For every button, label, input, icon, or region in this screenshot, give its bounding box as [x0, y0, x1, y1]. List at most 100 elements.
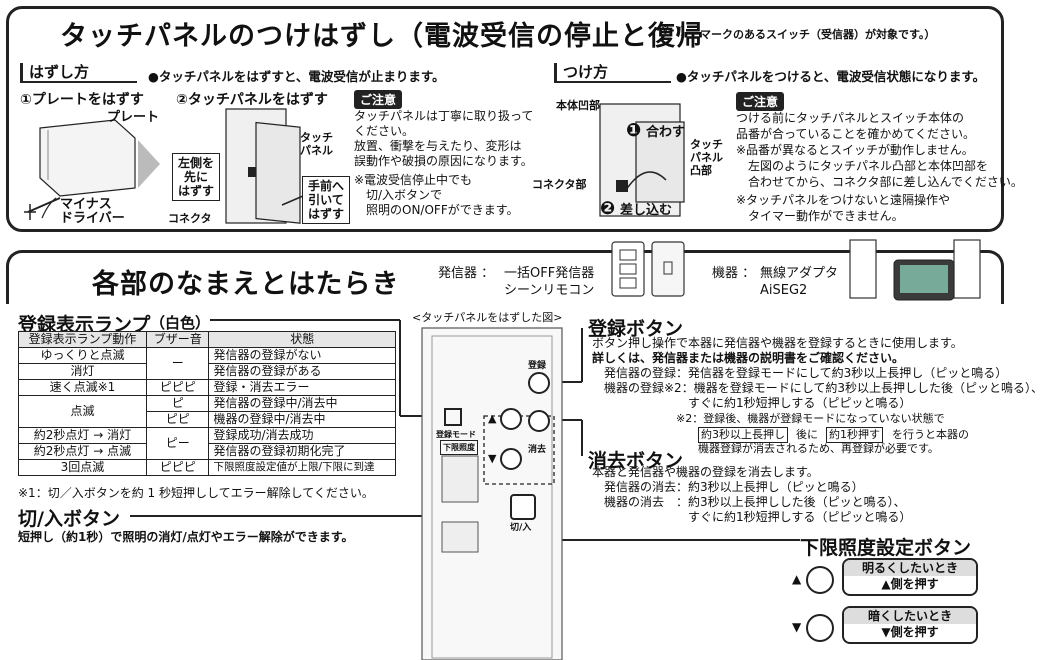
register-note-box-1: 約3秒以上長押し	[698, 427, 788, 443]
lower-title: 下限照度設定ボタン	[800, 537, 972, 559]
remove-caution-line-1: タッチパネルは丁寧に取り扱って	[354, 109, 534, 123]
register-line-2: 詳しくは、発信器または機器の説明書をご確認ください。	[592, 351, 905, 365]
dark-button-icon[interactable]	[806, 614, 834, 642]
table-row: 3回点滅 ピピピ 下限照度設定値が上限/下限に到達	[18, 459, 396, 476]
transmitter-line-2: シーンリモコン	[504, 283, 595, 298]
radio-wave-icon: ※·))	[660, 24, 685, 37]
register-note-1: ※2：登録後、機器が登録モードになっていない状態で	[676, 412, 945, 425]
diagram-caption: <タッチパネルをはずした図>	[412, 311, 563, 324]
remove-step1: ①プレートをはずす	[20, 92, 144, 108]
dark-down-mark: ▼	[792, 620, 802, 634]
touch-panel-label: タッチ パネル	[300, 131, 333, 157]
next-arrow-icon	[138, 140, 160, 188]
table-row: ピピ 機器の登録中/消去中	[19, 411, 396, 428]
onoff-button-icon[interactable]	[510, 494, 536, 520]
bright-callout-action: ▲側を押す	[881, 577, 939, 591]
erase-title: 消去ボタン	[588, 450, 684, 472]
remove-caution-line-3: 放置、衝撃を与えたり、変形は	[354, 139, 522, 153]
removal-title: タッチパネルのつけはずし（電波受信の停止と復帰	[60, 21, 704, 52]
device-line-1: 無線アダプタ	[760, 266, 839, 281]
step-1-badge: ❶	[626, 120, 642, 141]
attach-caution-line-5: 合わせてから、コネクタ部に差し込んでください。	[736, 175, 1023, 189]
remove-connector-label: コネクタ	[168, 212, 212, 225]
diagram-onoff-label: 切/入	[510, 523, 532, 533]
erase-button-icon[interactable]	[528, 410, 550, 432]
attach-caution-line-2: 品番が合っていることを確かめてください。	[736, 127, 976, 141]
device-illustrations	[849, 239, 981, 301]
diagram-reg-label: 登録	[528, 361, 547, 371]
diagram-lower-label: 下限照度	[440, 440, 478, 455]
remove-caution-line-4: 誤動作や破損の原因になります。	[354, 154, 533, 168]
down-arrow-mark: ▼	[488, 452, 497, 465]
panel-attach-illustration	[599, 103, 685, 217]
up-arrow-mark: ▲	[488, 412, 497, 425]
attach-connector-label: コネクタ部	[532, 178, 587, 191]
onoff-title: 切/入ボタン	[18, 508, 120, 530]
attach-bullet: ●タッチパネルをつけると、電波受信状態になります。	[676, 69, 986, 84]
transmitter-devices-icon	[611, 241, 685, 297]
attach-caution-line-7: タイマー動作ができません。	[736, 209, 904, 223]
register-line-3: 発信器の登録：発信器を登録モードにして約3秒以上長押し（ピッと鳴る）	[592, 366, 1008, 380]
device-line-2: AiSEG2	[760, 283, 808, 298]
register-line-5: すぐに約1秒短押しする（ピピッと鳴る）	[592, 396, 912, 410]
table-header: ブザー音	[145, 331, 210, 348]
plate-illustration	[24, 119, 136, 220]
removal-title-note: マークのあるスイッチ（受信器）が対象です。）	[700, 28, 936, 41]
table-cell: 登録成功/消去成功	[208, 427, 396, 444]
pull-forward-box: 手前へ 引いて はずす	[302, 176, 350, 224]
attach-caution-line-3: ※品番が異なるとスイッチが動作しません。	[736, 143, 974, 157]
table-cell: 約2秒点灯 → 消灯	[18, 427, 147, 444]
table-header: 登録表示ランプ動作	[18, 331, 147, 348]
lamp-status-table: 登録表示ランプ動作 ブザー音 状態 ゆっくりと点滅 ー 発信器の登録がない 消灯…	[18, 331, 396, 476]
dark-callout-title: 暗くしたいとき	[844, 608, 976, 624]
bright-up-mark: ▲	[792, 572, 802, 586]
lower-up-button-icon[interactable]	[500, 408, 522, 430]
body-recess-label: 本体凹部	[556, 99, 600, 112]
lamp-title-sub: （白色）	[150, 314, 211, 332]
driver-label: マイナス ドライバー	[60, 197, 125, 226]
table-cell: 下限照度設定値が上限/下限に到達	[208, 459, 396, 476]
table-cell: ピピピ	[145, 459, 210, 476]
bright-callout-title: 明るくしたいとき	[844, 560, 976, 576]
remove-caution-tag: ご注意	[354, 90, 403, 109]
lower-down-button-icon[interactable]	[500, 448, 522, 470]
table-cell: 発信器の登録がない	[208, 347, 396, 364]
register-note-box-2: 約1秒押す	[826, 427, 883, 443]
dark-callout: 暗くしたいとき ▼側を押す	[842, 606, 978, 644]
register-note-tail: を行うと本器の	[892, 428, 969, 441]
device-label: 機器 ：	[712, 266, 756, 281]
erase-line-3: 機器の消去 ：約3秒以上長押しした後（ピッと鳴る）、	[592, 495, 906, 509]
register-line-4: 機器の登録※2：機器を登録モードにして約3秒以上長押しした後（ピッと鳴る）、	[592, 381, 1043, 395]
table-row: ゆっくりと点滅 ー 発信器の登録がない	[18, 347, 396, 380]
table-row: 約2秒点灯 → 点滅 発信器の登録初期化完了	[18, 443, 396, 460]
diagram-mode-label: 登録モード	[436, 430, 476, 439]
remove-step2: ②タッチパネルをはずす	[176, 92, 328, 108]
onoff-desc: 短押し（約1秒）で照明の消灯/点灯やエラー解除ができます。	[18, 530, 354, 544]
table-row: 消灯 発信器の登録がある	[18, 363, 396, 380]
align-label: 合わす	[646, 125, 686, 140]
remove-caution-line-2: ください。	[354, 124, 415, 138]
lamp-title: 登録表示ランプ	[18, 314, 151, 336]
panel-protrusion-label: タッチ パネル 凸部	[690, 138, 723, 177]
register-title: 登録ボタン	[588, 318, 684, 340]
table-cell: 点滅	[18, 395, 147, 428]
table-cell: 機器の登録中/消去中	[208, 411, 396, 428]
table-row: 約2秒点灯 → 消灯 ピー 登録成功/消去成功	[18, 427, 396, 460]
table-row: 点滅 ピ 発信器の登録中/消去中	[18, 395, 396, 428]
bright-button-icon[interactable]	[806, 566, 834, 594]
remove-header: はずし方	[20, 63, 137, 83]
diagram-erase-label: 消去	[528, 445, 547, 455]
transmitter-line-1: 一括OFF発信器	[504, 266, 595, 281]
remove-note-line-1: ※電波受信停止中でも	[354, 173, 473, 187]
transmitter-label: 発信器 ：	[438, 266, 495, 281]
table-cell: 発信器の登録中/消去中	[208, 395, 396, 412]
attach-caution-tag: ご注意	[736, 92, 785, 111]
register-button-icon[interactable]	[528, 372, 550, 394]
remove-note-line-2: 切/入ボタンで	[354, 188, 443, 202]
attach-caution-line-1: つける前にタッチパネルとスイッチ本体の	[736, 111, 965, 125]
dark-callout-action: ▼側を押す	[881, 625, 939, 639]
plate-label: プレート	[107, 110, 160, 125]
table-footnote: ※1：切／入ボタンを約 1 秒短押ししてエラー解除してください。	[18, 486, 374, 500]
attach-caution-line-6: ※タッチパネルをつけないと遠隔操作や	[736, 193, 951, 207]
erase-line-1: 本器と発信器や機器の登録を消去します。	[592, 465, 819, 479]
